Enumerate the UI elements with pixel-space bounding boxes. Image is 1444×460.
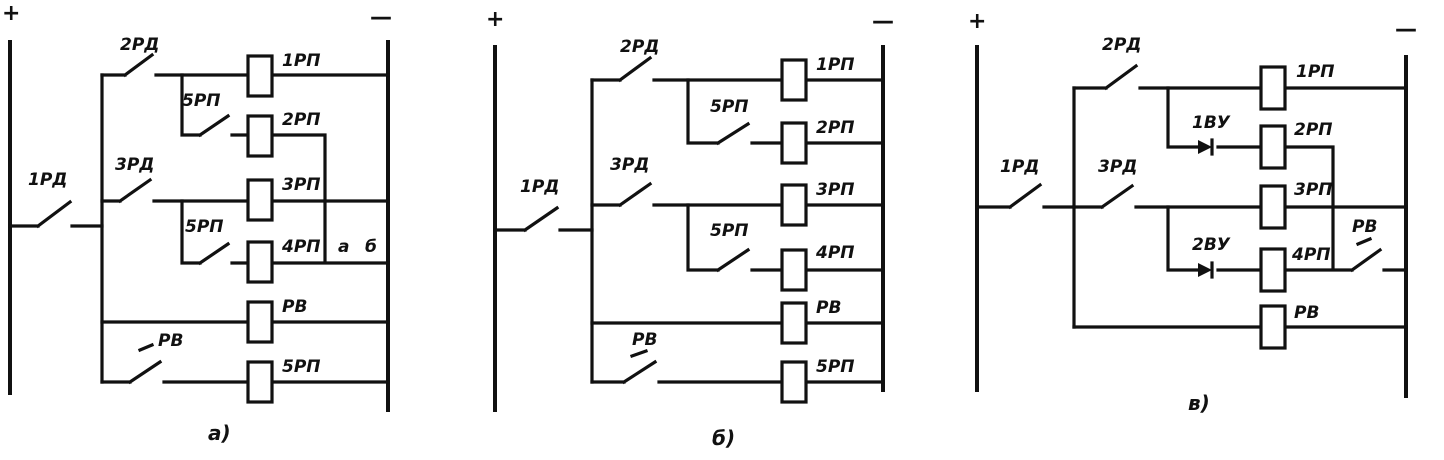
plus-sign-a: + xyxy=(2,1,20,26)
label-1rd-a: 1РД xyxy=(28,170,67,190)
contact-5rp-upper-b xyxy=(686,78,782,146)
coil-rv-b xyxy=(780,301,808,345)
minus-sign-b: — xyxy=(872,9,894,34)
caption-a: а) xyxy=(208,421,231,445)
contact-3rd-c xyxy=(1072,183,1261,210)
label-5rp-lower-a: 5РП xyxy=(185,217,224,237)
contact-3rd-b xyxy=(590,181,782,208)
label-coil-3rp-b: 3РП xyxy=(816,180,855,200)
label-coil-rv-b: РВ xyxy=(816,298,841,318)
coil-1rp-c xyxy=(1259,65,1287,111)
coil-2rp-c xyxy=(1259,124,1287,170)
label-coil-3rp-c: 3РП xyxy=(1294,180,1333,200)
label-coil-1rp-b: 1РП xyxy=(816,55,855,75)
label-1rd-c: 1РД xyxy=(1000,157,1039,177)
plus-sign-c: + xyxy=(968,9,986,34)
coil-4rp-a xyxy=(246,240,274,284)
contact-1rd-c xyxy=(975,182,1076,210)
diode-1vu-c xyxy=(1198,140,1212,154)
coil-2rp-a xyxy=(246,114,274,158)
coil-wires-b xyxy=(804,78,885,384)
label-coil-5rp-a: 5РП xyxy=(282,357,321,377)
label-3rd-b: 3РД xyxy=(610,155,649,175)
point-b-label: б xyxy=(365,237,377,257)
label-2rd-c: 2РД xyxy=(1102,35,1141,55)
coil-rv-c xyxy=(1259,304,1287,350)
label-1rd-b: 1РД xyxy=(520,177,559,197)
coil-2rp-b xyxy=(780,121,808,165)
label-2rd-b: 2РД xyxy=(620,37,659,57)
coil-wires-c xyxy=(1283,86,1408,329)
coil-wires-a xyxy=(272,73,390,384)
coil-1rp-b xyxy=(780,58,808,102)
label-3rd-c: 3РД xyxy=(1098,157,1137,177)
label-coil-4rp-b: 4РП xyxy=(815,243,855,263)
contact-5rp-upper-a xyxy=(180,73,248,138)
contact-5rp-lower-b xyxy=(686,203,782,273)
label-coil-2rp-c: 2РП xyxy=(1294,120,1333,140)
label-coil-2rp-a: 2РП xyxy=(282,110,321,130)
caption-c: в) xyxy=(1188,391,1210,415)
label-coil-1rp-a: 1РП xyxy=(282,51,321,71)
contact-1rd-a xyxy=(8,199,104,229)
contact-2rd-a xyxy=(100,52,248,78)
contact-1rd-b xyxy=(493,205,594,233)
label-coil-5rp-b: 5РП xyxy=(816,357,855,377)
wire-1vu-c xyxy=(1166,86,1261,149)
contact-rv-b xyxy=(590,359,782,385)
diagram-b: + — 1РД 2РД 5РП 3РД 5РП РВ 1РП 2РП xyxy=(486,7,894,450)
coil-3rp-c xyxy=(1259,184,1287,230)
label-coil-rv-c: РВ xyxy=(1294,303,1319,323)
contact-rv-delay-mark-a xyxy=(137,342,155,353)
label-coil-4rp-a: 4РП xyxy=(281,237,321,257)
label-5rp-upper-b: 5РП xyxy=(710,97,749,117)
minus-sign-a: — xyxy=(370,5,392,30)
label-coil-1rp-c: 1РП xyxy=(1296,62,1335,82)
plus-sign-b: + xyxy=(486,7,504,32)
diode-2vu-c xyxy=(1198,263,1212,277)
contact-rv-delay-mark-b xyxy=(629,348,649,359)
contact-3rd-a xyxy=(100,177,248,204)
label-2rd-a: 2РД xyxy=(120,35,159,55)
diagram-c: + — 1РД 2РД 1ВУ 3РД 2ВУ РВ xyxy=(968,9,1417,415)
label-rv-contact-c: РВ xyxy=(1352,217,1377,237)
point-a-label: а xyxy=(338,237,349,257)
coil-rv-a xyxy=(246,300,274,344)
coil-1rp-a xyxy=(246,54,274,98)
label-coil-2rp-b: 2РП xyxy=(816,118,855,138)
coil-5rp-b xyxy=(780,360,808,404)
caption-b: б) xyxy=(712,426,735,450)
label-coil-3rp-a: 3РП xyxy=(282,175,321,195)
label-rv-contact-b: РВ xyxy=(632,330,657,350)
label-coil-4rp-c: 4РП xyxy=(1291,245,1331,265)
minus-sign-c: — xyxy=(1395,17,1417,42)
contact-2rd-c xyxy=(1072,63,1261,91)
label-2vu-c: 2ВУ xyxy=(1192,235,1231,255)
contact-2rd-b xyxy=(590,55,782,83)
coil-3rp-a xyxy=(246,178,274,222)
contact-5rp-lower-a xyxy=(180,199,248,266)
diagram-a: + — 1РД 2РД 5РП 3РД 5РП РВ xyxy=(2,1,392,445)
coil-4rp-b xyxy=(780,248,808,292)
label-1vu-c: 1ВУ xyxy=(1192,113,1231,133)
coil-5rp-a xyxy=(246,360,274,404)
wire-2vu-c xyxy=(1166,205,1261,272)
label-coil-rv-a: РВ xyxy=(282,297,307,317)
label-rv-contact-a: РВ xyxy=(158,331,183,351)
label-5rp-lower-b: 5РП xyxy=(710,221,749,241)
coil-4rp-c xyxy=(1259,247,1287,293)
contact-rv-delay-mark-c xyxy=(1355,236,1373,247)
contact-rv-a xyxy=(100,359,248,385)
label-5rp-upper-a: 5РП xyxy=(182,91,221,111)
label-3rd-a: 3РД xyxy=(115,155,154,175)
coil-3rp-b xyxy=(780,183,808,227)
